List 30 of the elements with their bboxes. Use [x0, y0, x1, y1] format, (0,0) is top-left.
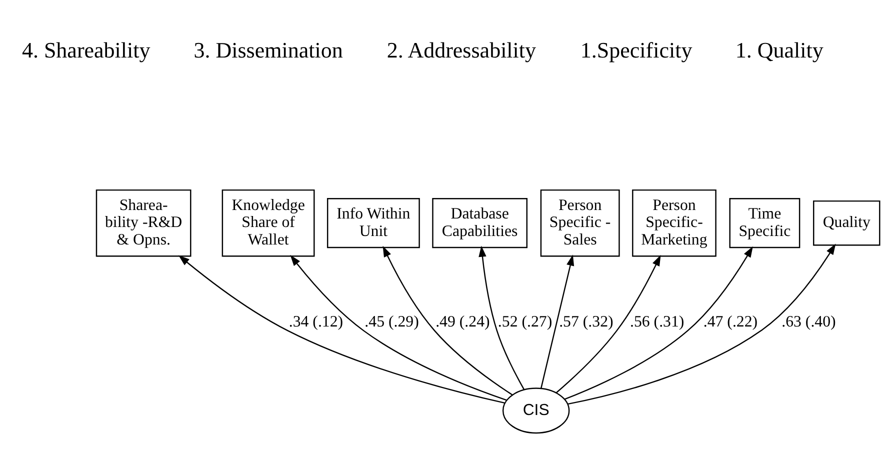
- edge-label: .52 (.27): [498, 313, 552, 330]
- node-ellipse: CIS: [502, 388, 570, 434]
- node-box: Quality: [813, 200, 880, 246]
- edge-label: .57 (.32): [559, 313, 614, 330]
- edge-label: .63 (.40): [782, 313, 836, 330]
- arrow: [478, 246, 525, 390]
- edge-label: .45 (.29): [364, 313, 419, 330]
- arrow: [556, 254, 661, 394]
- edge-label: .47 (.22): [703, 313, 758, 330]
- arrow: [382, 246, 512, 396]
- node-box: Info Within Unit: [326, 198, 420, 248]
- label: 2. Addressability: [386, 37, 536, 62]
- edge-label: .56 (.31): [630, 313, 684, 330]
- node-box: Person Specific- Marketing: [632, 189, 716, 257]
- node-box: Time Specific: [729, 198, 800, 248]
- arrow: [178, 255, 505, 404]
- label: 4. Shareability: [22, 37, 150, 62]
- label: 3. Dissemination: [194, 37, 343, 62]
- arrow: [290, 254, 507, 401]
- node-box: Database Capabilities: [432, 198, 528, 248]
- arrow: [540, 254, 574, 388]
- edge-label: .49 (.24): [436, 313, 490, 330]
- node-box: Knowledge Share of Wallet: [222, 189, 315, 257]
- label: 1.Specificity: [580, 37, 692, 62]
- arrow: [564, 246, 753, 400]
- node-box: Person Specific - Sales: [540, 189, 620, 257]
- label: 1. Quality: [735, 37, 824, 62]
- arrow: [568, 244, 836, 405]
- node-box: Sharea- bility -R&D & Opns.: [96, 189, 192, 257]
- edge-label: .34 (.12): [288, 313, 344, 330]
